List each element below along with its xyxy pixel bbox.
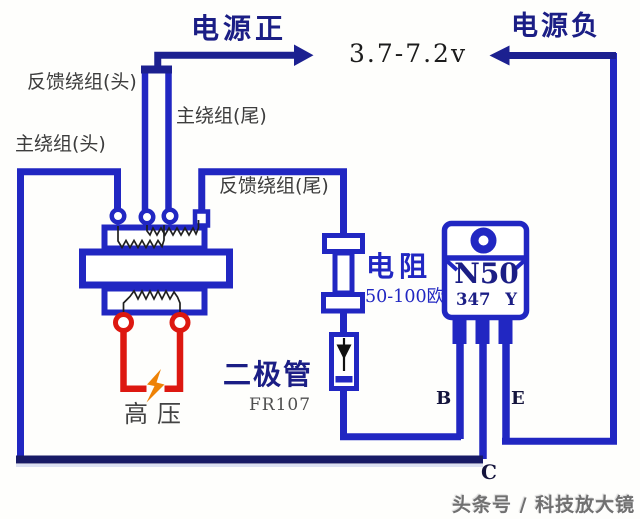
winding-terminal-ring-2: [138, 208, 156, 226]
lightning-bolt-icon: [146, 369, 165, 403]
secondary-hv-coil: [122, 289, 181, 314]
wire-main-winding-head: [17, 168, 121, 461]
diode-model-label: FR107: [249, 395, 312, 415]
negative-arrow-icon: [489, 45, 616, 66]
feedback-winding-tail-label: 反馈绕组(尾): [219, 175, 329, 197]
winding-terminal-ring-3: [161, 207, 179, 225]
diode-symbol: [329, 332, 359, 391]
power-positive-label: 电源正: [191, 12, 288, 45]
resistor-label: 电阻: [366, 250, 433, 283]
transistor-leg-c: [475, 315, 490, 344]
transistor-marking-line1: N50: [454, 257, 519, 290]
high-voltage-label: 高压: [124, 400, 190, 428]
supply-voltage-label: 3.7-7.2v: [349, 39, 468, 68]
power-negative-label: 电源负: [511, 11, 601, 42]
resistor-symbol: [321, 233, 365, 336]
main-winding-tail-label: 主绕组(尾): [176, 105, 267, 127]
transistor-leg-e-lower: [502, 343, 510, 442]
winding-terminal-ring-1: [109, 207, 127, 225]
winding-terminal-stub-4: [192, 209, 211, 228]
transformer-core: [79, 248, 233, 289]
transistor-marking-line2: 347 Y: [456, 290, 517, 309]
hv-terminal-ring-right: [169, 312, 191, 333]
transistor-leg-c-lower: [479, 343, 487, 459]
feedback-winding-head-label: 反馈绕组(头): [27, 71, 137, 93]
hv-terminal-ring-left: [113, 312, 134, 333]
wire-negative-rail: [502, 53, 617, 445]
hv-lead-wire-left: [120, 331, 147, 392]
transistor-leg-b-lower: [456, 343, 464, 439]
transformer-bottom-bobbin: [101, 285, 208, 316]
pin-label-emitter: E: [511, 388, 525, 409]
wire-feedback-tail: [198, 168, 347, 233]
feedback-coil: [117, 225, 165, 250]
transistor-mounting-hole: [470, 227, 497, 254]
pin-label-collector: C: [481, 460, 497, 484]
positive-arrow-icon: [154, 44, 314, 70]
transistor-package: [441, 220, 530, 459]
wire-diode-to-base: [340, 387, 461, 441]
pin-label-base: B: [436, 388, 452, 409]
transistor-leg-b: [452, 315, 467, 344]
transistor-leg-e: [498, 315, 513, 344]
main-winding-head-label: 主绕组(头): [15, 133, 106, 155]
watermark: 头条号 / 科技放大镜: [452, 494, 636, 516]
diode-label: 二极管: [223, 358, 314, 391]
main-coil: [146, 220, 200, 237]
resistor-value-label: 50-100欧: [365, 287, 445, 307]
hv-lead-wire-right: [164, 331, 184, 392]
